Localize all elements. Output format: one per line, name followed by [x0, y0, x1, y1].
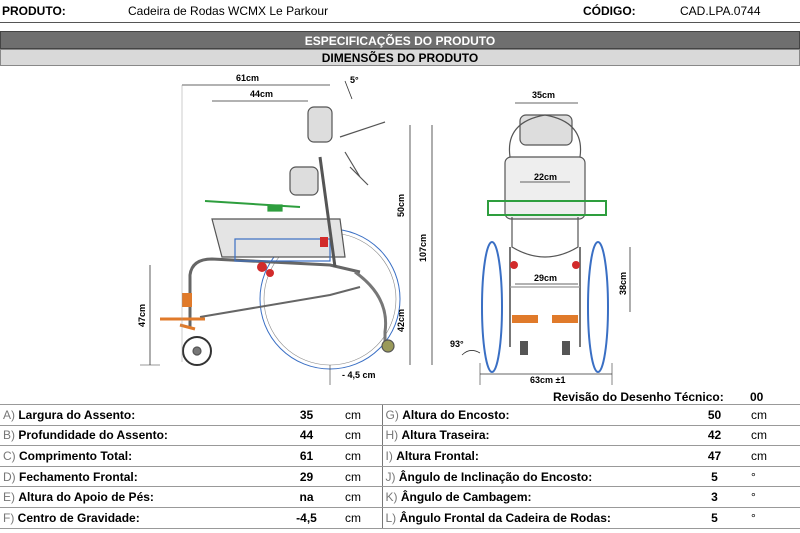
spec-label-cell: A) Largura do Assento: — [0, 404, 268, 426]
spec-value: 61 — [268, 445, 342, 467]
spec-label-cell: K) Ângulo de Cambagem: — [381, 486, 678, 508]
dim-61: 61cm — [236, 73, 259, 83]
spec-label: Fechamento Frontal: — [19, 469, 138, 484]
dim-42: 42cm — [396, 309, 406, 332]
produto-label: PRODUTO: — [2, 4, 66, 18]
spec-value: 42 — [678, 424, 748, 447]
spec-unit: ° — [748, 486, 800, 508]
spec-unit: cm — [342, 486, 382, 508]
spec-letter: E) — [3, 490, 15, 505]
technical-drawing: 61cm 44cm 5° 50cm 107cm 42cm 47cm - 4,5 … — [137, 73, 631, 385]
codigo-label: CÓDIGO: — [583, 4, 636, 18]
front-view — [461, 102, 631, 385]
revision-value: 00 — [750, 390, 764, 404]
spec-value: 29 — [268, 465, 342, 488]
spec-unit: cm — [748, 445, 800, 467]
spec-label-cell: I) Altura Frontal: — [381, 445, 678, 467]
spec-label-cell: B) Profundidade do Assento: — [0, 424, 268, 447]
spec-label-cell: L) Ângulo Frontal da Cadeira de Rodas: — [381, 506, 678, 529]
spec-label-cell: J) Ângulo de Inclinação do Encosto: — [381, 465, 678, 488]
spec-value: 44 — [268, 424, 342, 447]
dim-47: 47cm — [137, 304, 147, 327]
spec-value: -4,5 — [268, 506, 342, 529]
dim-93-deg: 93° — [450, 339, 464, 349]
spec-letter: K) — [385, 490, 398, 505]
spec-letter: H) — [385, 428, 399, 443]
dim-38: 38cm — [618, 272, 628, 295]
dim-50: 50cm — [396, 194, 406, 217]
spec-label: Altura Traseira: — [401, 428, 490, 443]
spec-letter: L) — [385, 510, 397, 525]
spec-label: Ângulo Frontal da Cadeira de Rodas: — [399, 510, 611, 525]
dim-5-deg: 5° — [350, 75, 359, 85]
produto-value: Cadeira de Rodas WCMX Le Parkour — [128, 4, 329, 18]
spec-letter: F) — [3, 510, 15, 525]
spec-value: 47 — [678, 445, 748, 467]
dim-63: 63cm ±1 — [530, 375, 565, 385]
spec-unit: cm — [342, 445, 382, 467]
side-view — [140, 80, 433, 385]
spec-unit: ° — [748, 465, 800, 488]
spec-value: na — [268, 486, 342, 508]
spec-unit: cm — [342, 506, 382, 529]
front-view-dimension-labels: 35cm 22cm 29cm 38cm 93° 63cm ±1 — [450, 90, 628, 385]
spec-label: Largura do Assento: — [18, 407, 136, 422]
spec-unit: cm — [342, 424, 382, 447]
codigo-value: CAD.LPA.0744 — [680, 4, 761, 18]
spec-value: 3 — [678, 486, 748, 508]
spec-letter: B) — [3, 428, 15, 443]
spec-label-cell: D) Fechamento Frontal: — [0, 465, 268, 488]
spec-value: 35 — [268, 404, 342, 426]
spec-letter: A) — [3, 407, 15, 422]
spec-label-cell: F) Centro de Gravidade: — [0, 506, 268, 529]
spec-letter: J) — [385, 469, 396, 484]
spec-unit: cm — [342, 404, 382, 426]
spec-label: Profundidade do Assento: — [18, 428, 168, 443]
spec-label: Ângulo de Inclinação do Encosto: — [398, 469, 593, 484]
spec-value: 5 — [678, 465, 748, 488]
spec-unit: ° — [748, 506, 800, 529]
dim-cg: - 4,5 cm — [342, 370, 376, 380]
spec-unit: cm — [748, 424, 800, 447]
spec-value: 50 — [678, 404, 748, 426]
dim-29: 29cm — [534, 273, 557, 283]
product-header: PRODUTO: Cadeira de Rodas WCMX Le Parkou… — [0, 0, 800, 23]
dim-35: 35cm — [532, 90, 555, 100]
dims-title-band: DIMENSÕES DO PRODUTO — [0, 49, 800, 66]
revision-label: Revisão do Desenho Técnico: — [553, 390, 724, 404]
dim-44: 44cm — [250, 89, 273, 99]
spec-value: 5 — [678, 506, 748, 529]
spec-label: Centro de Gravidade: — [17, 510, 140, 525]
spec-letter: G) — [385, 407, 399, 422]
spec-label: Altura do Apoio de Pés: — [18, 490, 154, 505]
dim-22: 22cm — [534, 172, 557, 182]
spec-unit: cm — [748, 404, 800, 426]
dim-107: 107cm — [418, 234, 428, 262]
spec-label-cell: G) Altura do Encosto: — [381, 404, 678, 426]
spec-letter: I) — [385, 448, 393, 463]
spec-label: Altura Frontal: — [396, 448, 479, 463]
spec-letter: C) — [3, 448, 16, 463]
spec-label: Comprimento Total: — [19, 448, 133, 463]
spec-label-cell: E) Altura do Apoio de Pés: — [0, 486, 268, 508]
spec-label: Ângulo de Cambagem: — [400, 490, 532, 505]
side-view-dimension-labels: 61cm 44cm 5° 50cm 107cm 42cm 47cm - 4,5 … — [137, 73, 428, 380]
front-caster — [182, 336, 212, 366]
spec-unit: cm — [342, 465, 382, 488]
specs-title-band: ESPECIFICAÇÕES DO PRODUTO — [0, 31, 800, 49]
spec-label-cell: H) Altura Traseira: — [381, 424, 678, 447]
spec-label-cell: C) Comprimento Total: — [0, 445, 268, 467]
spec-letter: D) — [3, 469, 16, 484]
spec-label: Altura do Encosto: — [402, 407, 510, 422]
